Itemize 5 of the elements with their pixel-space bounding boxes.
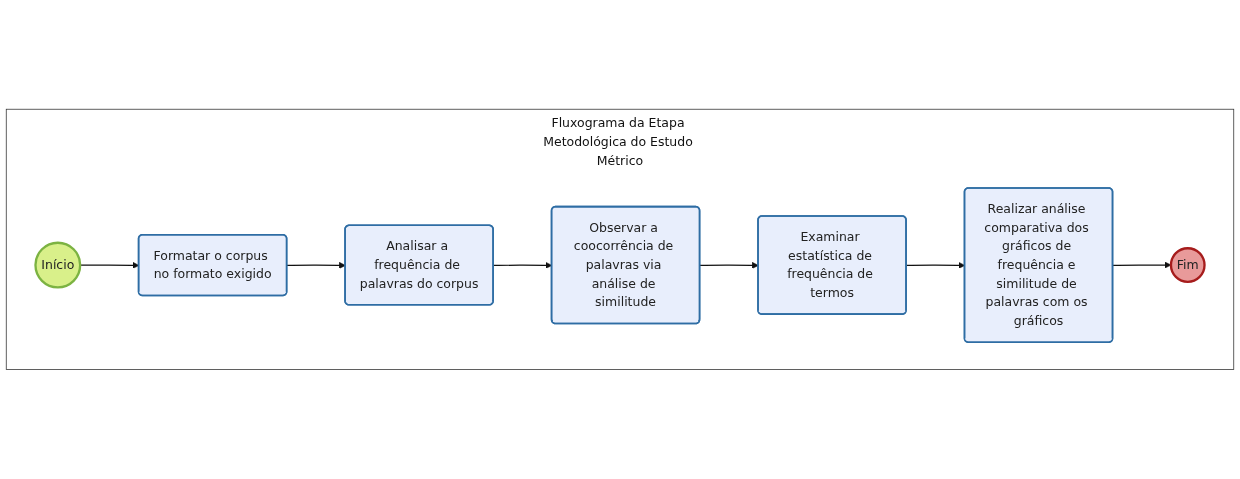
arrow (699, 262, 759, 269)
node-circle: Fim (1169, 247, 1206, 284)
arrow (1112, 261, 1172, 269)
node-circle: Início (34, 241, 82, 289)
arrow (286, 262, 346, 269)
